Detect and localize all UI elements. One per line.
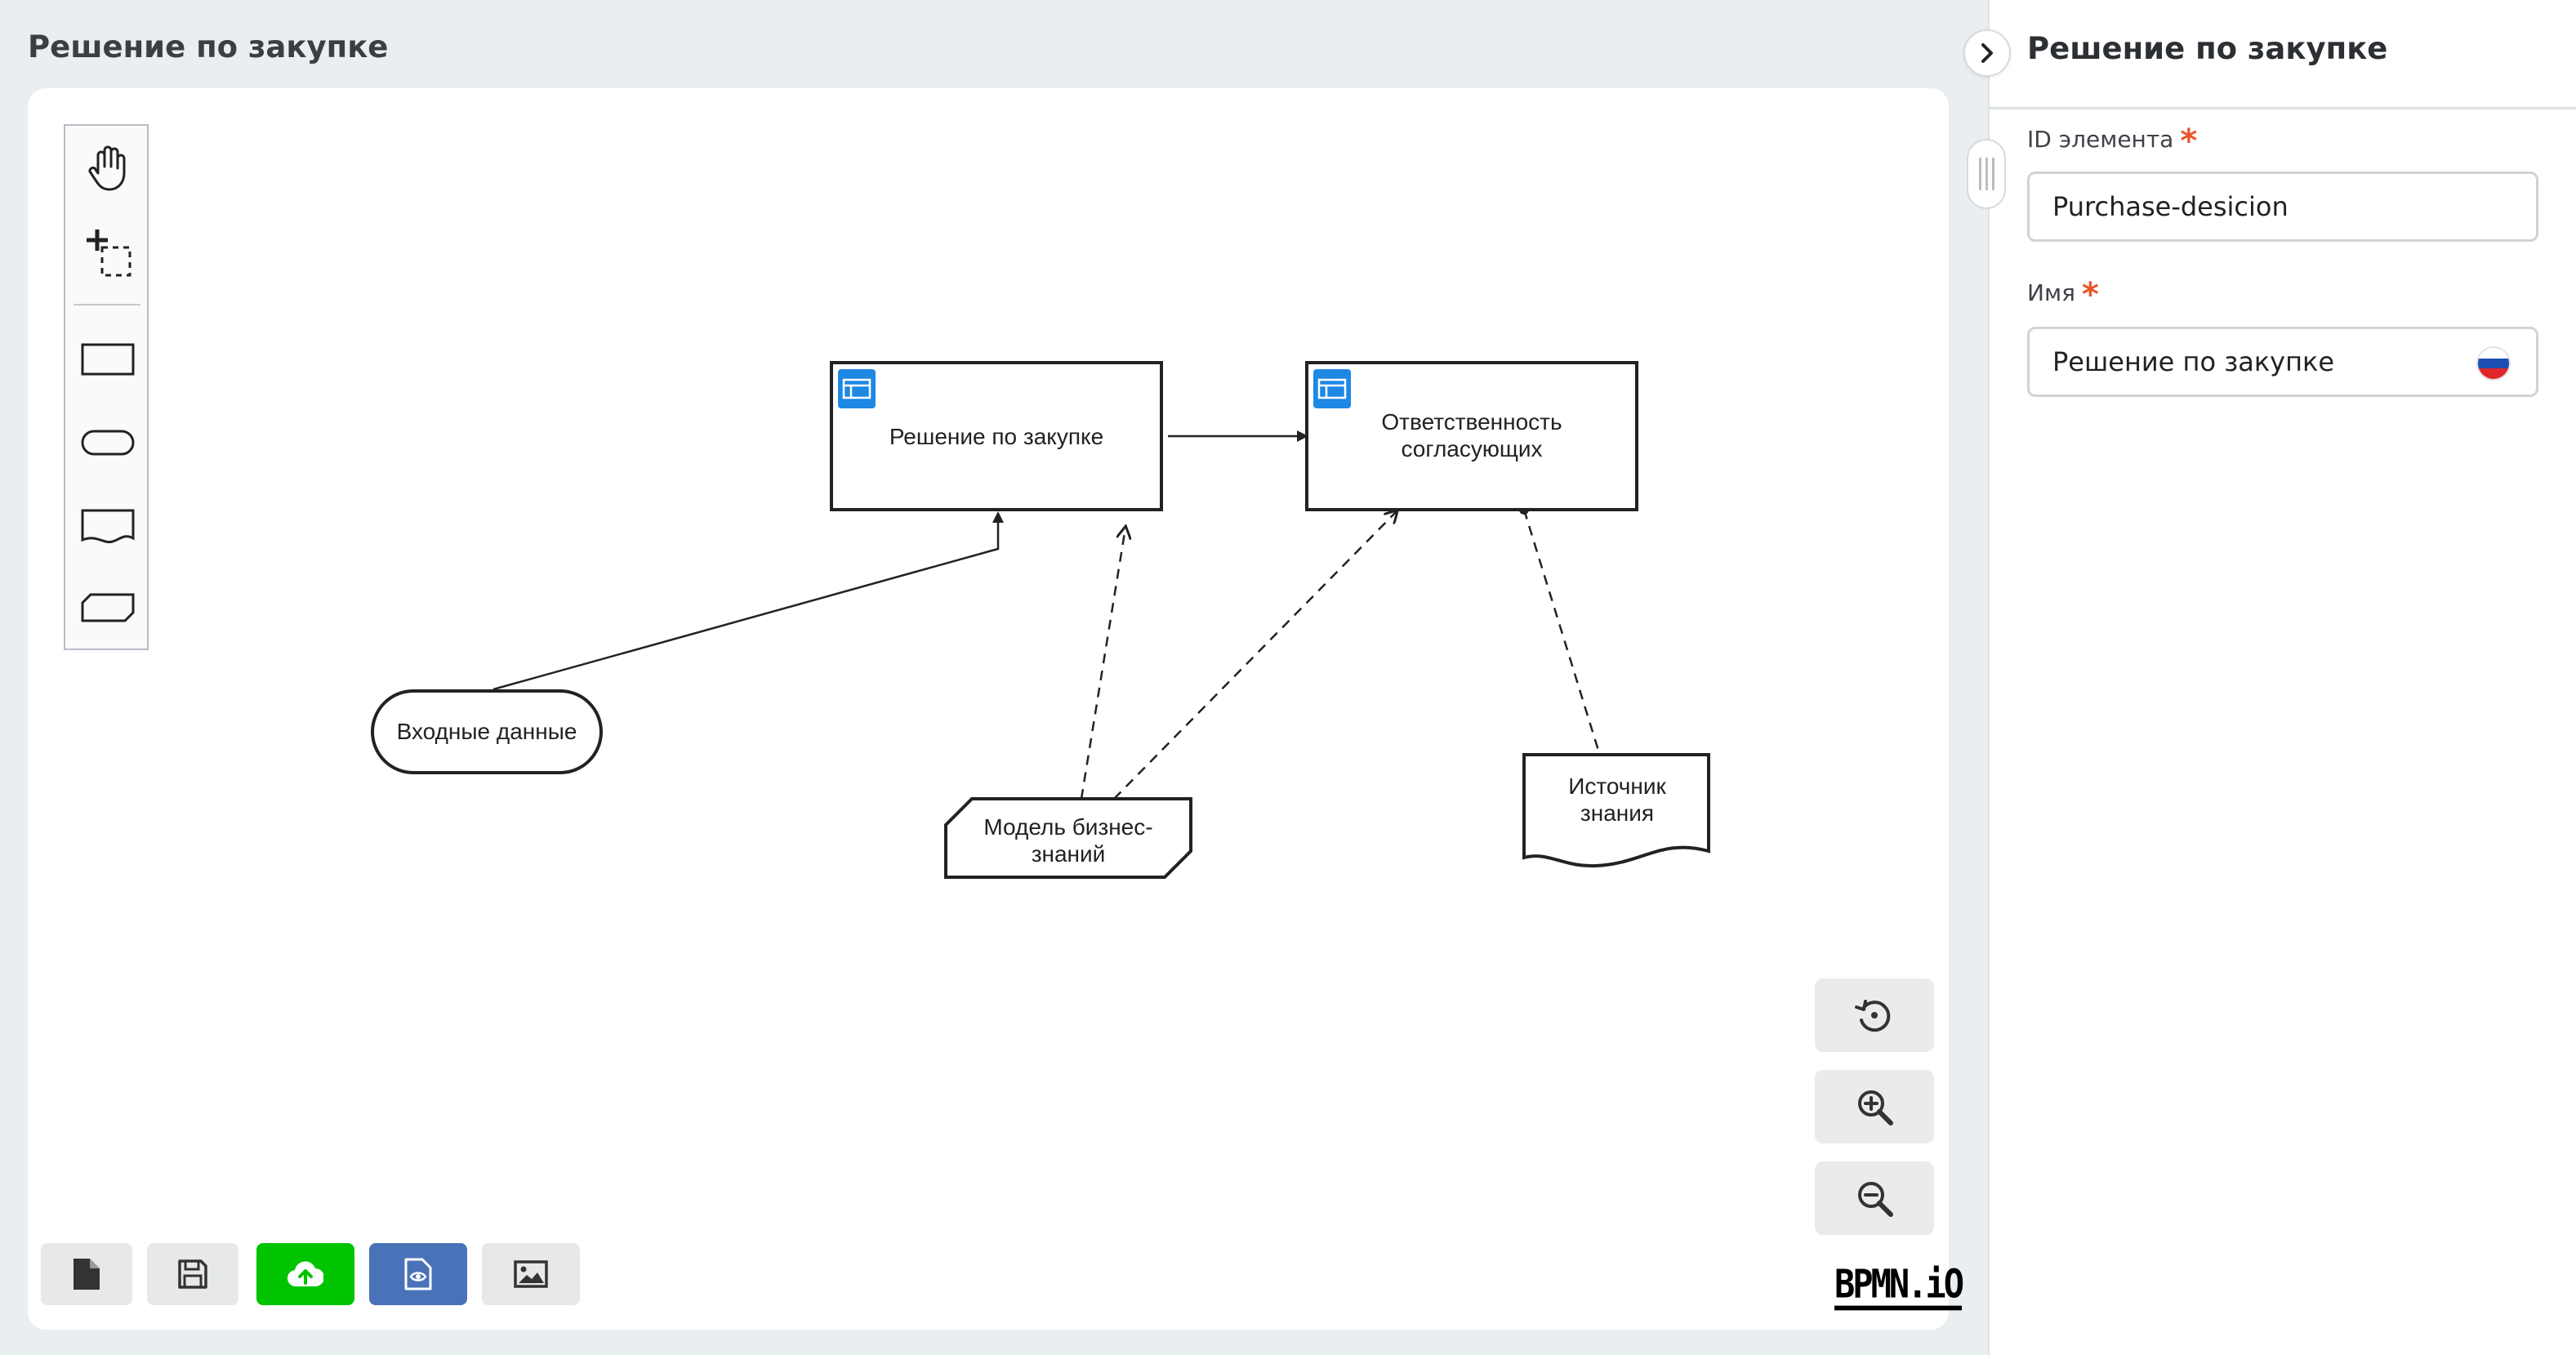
input-data-shape-icon [81,430,135,456]
lasso-tool[interactable] [77,222,139,284]
bpmn-io-logo[interactable]: BPMN.iO [1834,1264,1964,1311]
input-data-tool[interactable] [77,412,139,474]
zoom-out-icon [1858,1182,1893,1217]
id-field-label: ID элемента* [2027,123,2198,160]
diagram-canvas[interactable]: Решение по закупке Ответственность согла… [28,88,1964,1330]
bkm-tool[interactable] [77,577,139,639]
chevron-right-icon [1981,43,1993,63]
reset-zoom-button[interactable] [1815,978,1934,1052]
page-title: Решение по закупке [28,29,389,65]
decision-2-label-line2: согласующих [1401,436,1542,461]
zoom-out-button[interactable] [1815,1161,1934,1235]
name-field-label: Имя* [2027,276,2099,314]
file-icon [74,1259,100,1290]
dmn-diagram: Решение по закупке Ответственность согла… [371,361,1710,879]
save-button[interactable] [147,1243,238,1305]
tool-palette [64,124,149,650]
input-data-label: Входные данные [397,719,577,744]
knowledge-source-label-line1: Источник [1568,773,1666,799]
input-data-node[interactable]: Входные данные [371,689,603,774]
authority-requirement-ks-to-decision[interactable] [1519,505,1601,754]
knowledge-requirement-bkm-to-decision-2[interactable] [1113,511,1397,800]
bkm-label-line1: Модель бизнес- [983,814,1152,840]
knowledge-source-label-line2: знания [1580,800,1654,826]
cloud-upload-icon [287,1261,323,1287]
decision-2-label-line1: Ответственность [1381,409,1562,435]
knowledge-source-node[interactable]: Источник знания [1522,753,1710,868]
zoom-in-icon [1858,1090,1893,1125]
knowledge-source-tool[interactable] [77,495,139,557]
element-id-input[interactable] [2027,172,2538,242]
knowledge-requirement-bkm-to-decision-1[interactable] [1080,528,1125,800]
floppy-disk-icon [178,1259,207,1289]
decision-responsibility[interactable]: Ответственность согласующих [1305,361,1638,511]
panel-resize-handle[interactable] [1967,139,2006,209]
new-file-button[interactable] [41,1243,132,1305]
bkm-label-line2: знаний [1032,841,1106,867]
bkm-shape-icon [81,593,135,622]
file-preview-icon [404,1258,432,1290]
export-image-button[interactable] [482,1243,580,1305]
bkm-node[interactable]: Модель бизнес- знаний [944,797,1192,879]
image-icon [514,1260,548,1288]
decision-purchase[interactable]: Решение по закупке [830,361,1163,511]
decision-tool[interactable] [77,328,139,390]
panel-header: Решение по закупке [1990,0,2576,109]
properties-panel: Решение по закупке ID элемента* Имя* [1988,0,2576,1355]
collapse-panel-button[interactable] [1963,29,2011,77]
hand-tool[interactable] [77,137,139,199]
required-mark: * [2180,123,2198,160]
hand-icon [88,145,126,191]
decision-1-label: Решение по закупке [889,424,1103,449]
reset-icon [1855,1000,1891,1032]
information-requirement-input-to-decision[interactable] [492,511,1004,691]
palette-separator [74,304,140,305]
decision-shape-icon [81,343,135,376]
upload-button[interactable] [256,1243,354,1305]
russian-flag-icon[interactable] [2476,346,2511,381]
panel-title: Решение по закупке [2027,31,2388,66]
preview-button[interactable] [369,1243,467,1305]
lasso-icon [87,230,131,277]
required-mark: * [2081,276,2099,314]
zoom-in-button[interactable] [1815,1070,1934,1143]
knowledge-source-shape-icon [81,509,135,544]
element-name-input[interactable] [2027,327,2538,397]
